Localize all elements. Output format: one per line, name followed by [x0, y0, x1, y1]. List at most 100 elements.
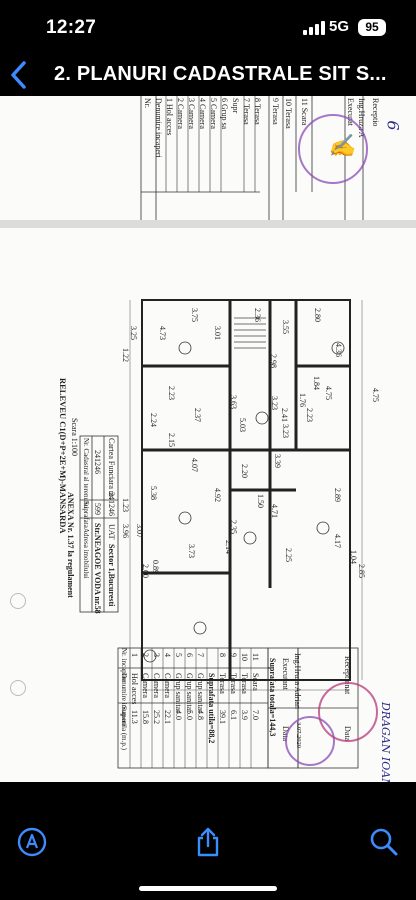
sup-totala: Suprafata totala=144,3 [268, 658, 277, 737]
address-label: Adresa imobilului [82, 528, 90, 579]
prev-row-1: 1 Hol acces [165, 98, 174, 136]
row-4-name: Camera [163, 673, 172, 698]
search-icon[interactable] [368, 826, 400, 858]
markup-icon[interactable] [16, 826, 48, 858]
plan-annex: ANEXA Nr. 1.37 la regulament [66, 492, 75, 598]
uat-value: Sector 1,Bucuresti [107, 544, 116, 607]
home-indicator[interactable] [139, 886, 277, 891]
dim-label: 1.04 [349, 550, 358, 564]
sup-utila: Suprafata utila=88,2 [207, 673, 216, 744]
dim-label: 5.03 [238, 418, 247, 432]
executant-name: Ing.Hruza Adrian [293, 653, 302, 709]
dim-label: 2.35 [229, 520, 238, 534]
prev-col-nr: Nr. [143, 98, 152, 108]
back-chevron-icon[interactable] [8, 60, 30, 90]
row-6-sup: 5.0 [185, 710, 194, 720]
row-3-sup: 25.2 [152, 710, 161, 724]
dim-label: 4.75 [371, 388, 380, 402]
dim-label: 2.23 [305, 408, 314, 422]
cf-label: Cartea Funciara nr. [107, 438, 116, 500]
prev-row-7: 7 Terasa [242, 98, 251, 125]
dim-label: 2.36 [253, 308, 262, 322]
surface-value: 599 [93, 503, 102, 515]
plan-scale: Scara 1:100 [70, 418, 79, 456]
row-2-nr: 2 [141, 653, 150, 657]
row-6-nr: 6 [185, 653, 194, 657]
dim-label: 4.07 [190, 458, 199, 472]
signature: ✍ [328, 134, 356, 159]
dim-label: 4.36 [334, 343, 343, 357]
dim-label: 3.63 [229, 395, 238, 409]
dim-label: 3.73 [187, 544, 196, 558]
document-title: 2. PLANURI CADASTRALE SIT S... [54, 63, 387, 85]
address-value: Str.NEAGOE VODA nr.58 [93, 523, 102, 614]
cf-nr: 241246 [107, 492, 116, 516]
row-10-sup: 3.9 [240, 710, 249, 720]
row-1-nr: 1 [130, 653, 139, 657]
row-4-nr: 4 [163, 653, 172, 657]
prev-row-3: 3 Camera [187, 98, 196, 129]
executant-label: Executant [281, 658, 290, 690]
dim-label: 2.98 [269, 354, 278, 368]
stamp-seal [318, 682, 378, 742]
stamp-seal [285, 716, 335, 766]
prev-col-denumire: Denumire incaperi [154, 98, 163, 158]
row-9-name: Terasa [229, 673, 238, 694]
dim-label: 2.20 [240, 464, 249, 478]
status-time: 12:27 [46, 17, 97, 38]
uat-label: UAT [107, 524, 116, 540]
dim-label: 2.14 [224, 540, 233, 554]
prev-row-8: 8 Terasa [253, 98, 262, 125]
bottom-toolbar [0, 782, 416, 900]
col-sup: Sup.utila (m.p.) [120, 706, 128, 750]
stamp-seal [298, 114, 368, 184]
prev-row-supr: Supr [231, 98, 240, 114]
row-3-nr: 3 [152, 653, 161, 657]
dim-label: 2.41 [280, 408, 289, 422]
dim-label: 0.89 [151, 560, 160, 574]
dim-label: 1.50 [256, 494, 265, 508]
row-5-name: Grup sanitar [174, 673, 183, 713]
share-icon[interactable] [192, 826, 224, 858]
dim-label: 3.96 [121, 524, 130, 538]
prev-row-5: 5 Camera [209, 98, 218, 129]
plan-drawing [79, 299, 363, 769]
surface-label: Suprafata [82, 501, 90, 528]
row-1-sup: 11.3 [130, 710, 139, 724]
network-label: 5G [329, 18, 350, 35]
prev-row-9: 9 Terasa [271, 98, 280, 125]
binder-hole [10, 680, 26, 696]
floor-plan-page: RELEVEU C1(D+P+2E+M)-MANSARDA ANEXA Nr. … [0, 228, 416, 782]
prev-row-4: 4 Camera [198, 98, 207, 129]
row-4-sup: 22.1 [163, 710, 172, 724]
row-2-name: Camera [141, 673, 150, 698]
row-7-name: Grup sanitar [196, 673, 205, 713]
dim-label: 2.25 [284, 548, 293, 562]
row-10-name: Terasa [240, 673, 249, 694]
previous-page-table [140, 96, 364, 220]
dim-label: 4.71 [270, 504, 279, 518]
binder-hole [10, 593, 26, 609]
row-5-nr: 5 [174, 653, 183, 657]
dim-label: 2.23 [167, 386, 176, 400]
previous-page: Nr. Denumire incaperi 1 Hol acces 2 Came… [0, 96, 416, 220]
nav-bar: 2. PLANURI CADASTRALE SIT S... [0, 58, 416, 94]
row-7-sup: 4.8 [196, 710, 205, 720]
signature-text: DRAGAN IOAN 6044/2010 [379, 702, 392, 782]
row-11-name: Scara [251, 673, 260, 691]
prev-row-10: 10 Terasa [284, 98, 293, 129]
row-6-name: Grup sanitar [185, 673, 194, 713]
dim-label: 2.15 [167, 433, 176, 447]
dim-label: 4.92 [213, 488, 222, 502]
signal-icon [303, 21, 325, 35]
row-10-nr: 10 [240, 653, 249, 661]
dim-label: 1.22 [121, 348, 130, 362]
prev-receptionat: Receptio [371, 98, 380, 127]
document-viewer[interactable]: Nr. Denumire incaperi 1 Hol acces 2 Came… [0, 96, 416, 782]
row-3-name: Camera [152, 673, 161, 698]
dim-label: 2.85 [357, 564, 366, 578]
row-9-sup: 6.1 [229, 710, 238, 720]
row-11-nr: 11 [251, 653, 260, 661]
dim-label: 4.73 [158, 326, 167, 340]
row-9-nr: 9 [229, 653, 238, 657]
